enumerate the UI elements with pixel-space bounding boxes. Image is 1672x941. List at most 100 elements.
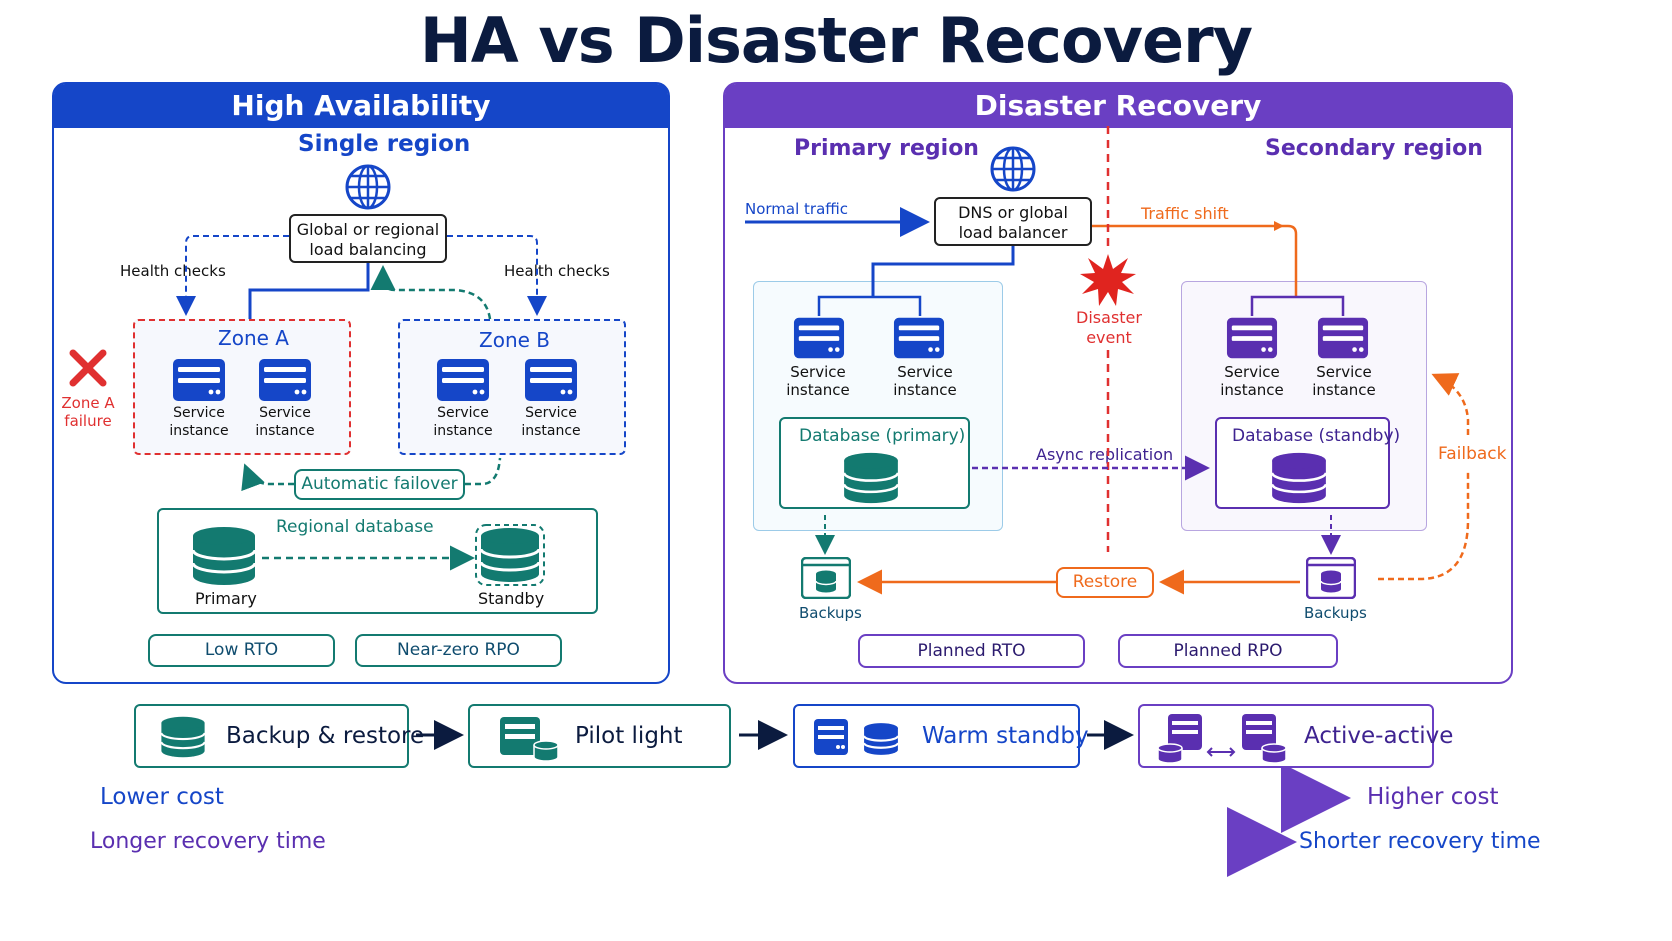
zone-b-label: Zone B	[479, 328, 550, 352]
server-icon	[259, 359, 311, 401]
server-icon	[1317, 317, 1369, 359]
primary-db-label: Primary	[195, 589, 257, 608]
ladder-label-active-active: Active-active	[1304, 723, 1454, 749]
zone-b-to-lb-line	[370, 265, 492, 320]
secondary-region-label: Secondary region	[1265, 136, 1483, 161]
primary-region-label: Primary region	[794, 136, 979, 161]
globe-icon	[345, 164, 391, 210]
automatic-failover-label: Automatic failover	[294, 469, 465, 500]
planned-rto-badge: Planned RTO	[858, 634, 1085, 668]
active-active-icon	[1157, 714, 1287, 764]
database-icon	[842, 452, 900, 504]
ladder-label-backup-restore: Backup & restore	[226, 723, 425, 749]
dns-to-primary-line	[871, 246, 1015, 297]
server-icon	[173, 359, 225, 401]
backups-right-label: Backups	[1304, 604, 1367, 622]
low-rto-badge: Low RTO	[148, 634, 335, 667]
failover-line-right	[465, 457, 502, 486]
ha-server-b1	[436, 358, 490, 406]
failback-arrow	[1378, 376, 1470, 581]
traffic-shift-line	[1092, 224, 1298, 297]
lower-cost-label: Lower cost	[100, 784, 224, 810]
health-check-line-right	[447, 235, 547, 316]
health-checks-right: Health checks	[504, 262, 610, 280]
ladder-label-warm-standby: Warm standby	[922, 723, 1089, 749]
server-icon	[793, 317, 845, 359]
health-check-line-left	[176, 235, 289, 316]
ha-panel: High Availability	[52, 82, 670, 684]
dns-load-balancer: DNS or global load balancer	[934, 197, 1092, 246]
backup-icon	[1306, 557, 1356, 599]
planned-rpo-badge: Planned RPO	[1118, 634, 1338, 668]
standby-db-label: Standby	[478, 589, 545, 608]
near-zero-rpo-badge: Near-zero RPO	[355, 634, 562, 667]
dr-secondary-server-2	[1317, 316, 1369, 364]
lb-to-zone-a-line	[248, 263, 370, 319]
backups-left-label: Backups	[799, 604, 862, 622]
page-title: HA vs Disaster Recovery	[419, 4, 1253, 77]
dr-secondary-server-1	[1226, 316, 1278, 364]
ha-server-b2	[524, 358, 578, 406]
failover-arrow-left	[241, 463, 294, 492]
regional-database-label: Regional database	[276, 517, 434, 537]
traffic-shift-arrowhead	[1274, 221, 1284, 231]
primary-service-branch	[817, 295, 922, 316]
zone-a-label: Zone A	[218, 326, 289, 350]
shorter-recovery-label: Shorter recovery time	[1299, 829, 1541, 854]
zone-a	[133, 319, 351, 455]
server-icon	[437, 359, 489, 401]
server-database-icon	[500, 717, 559, 762]
database-standby-label: Database (standby)	[1232, 426, 1401, 446]
ha-server-a1	[172, 358, 226, 406]
database-icon	[863, 723, 899, 755]
server-icon	[814, 719, 848, 755]
ha-subtitle: Single region	[298, 131, 471, 157]
ha-header: High Availability	[54, 84, 668, 128]
database-primary-label: Database (primary)	[799, 426, 966, 446]
failback-label: Failback	[1438, 444, 1507, 464]
restore-label: Restore	[1056, 567, 1154, 598]
backup-icon	[801, 557, 851, 599]
server-icon	[893, 317, 945, 359]
globe-icon	[990, 146, 1036, 192]
traffic-shift-label: Traffic shift	[1141, 204, 1229, 223]
failure-x-icon	[69, 349, 107, 387]
longer-recovery-label: Longer recovery time	[90, 829, 326, 854]
disaster-event-label: Disaster event	[1076, 308, 1142, 347]
ladder-pilot-light: Pilot light	[468, 704, 731, 768]
dr-primary-server-2	[893, 316, 945, 364]
database-icon	[191, 527, 257, 585]
disaster-burst-icon	[1080, 254, 1136, 306]
ladder-warm-standby: Warm standby	[793, 704, 1089, 768]
database-icon	[1270, 452, 1328, 504]
ladder-backup-restore: Backup & restore	[134, 704, 424, 768]
zone-a-failure-label: Zone A failure	[61, 394, 115, 430]
dr-primary-server-1	[793, 316, 845, 364]
ha-load-balancer: Global or regional load balancing	[289, 214, 447, 263]
normal-traffic-label: Normal traffic	[745, 200, 849, 218]
server-icon	[1226, 317, 1278, 359]
database-icon	[160, 716, 206, 758]
dr-header: Disaster Recovery	[725, 84, 1511, 128]
zone-b	[398, 319, 626, 455]
async-replication-label: Async replication	[1036, 445, 1174, 464]
ladder-label-pilot-light: Pilot light	[575, 723, 683, 749]
regional-database	[157, 508, 598, 614]
secondary-service-branch	[1250, 295, 1345, 316]
ha-server-a2	[258, 358, 312, 406]
server-icon	[525, 359, 577, 401]
dr-panel: Disaster Recovery	[723, 82, 1513, 684]
health-checks-left: Health checks	[120, 262, 226, 280]
database-standby-icon	[475, 524, 545, 586]
ladder-active-active: Active-active	[1138, 704, 1453, 768]
higher-cost-label: Higher cost	[1367, 784, 1499, 810]
